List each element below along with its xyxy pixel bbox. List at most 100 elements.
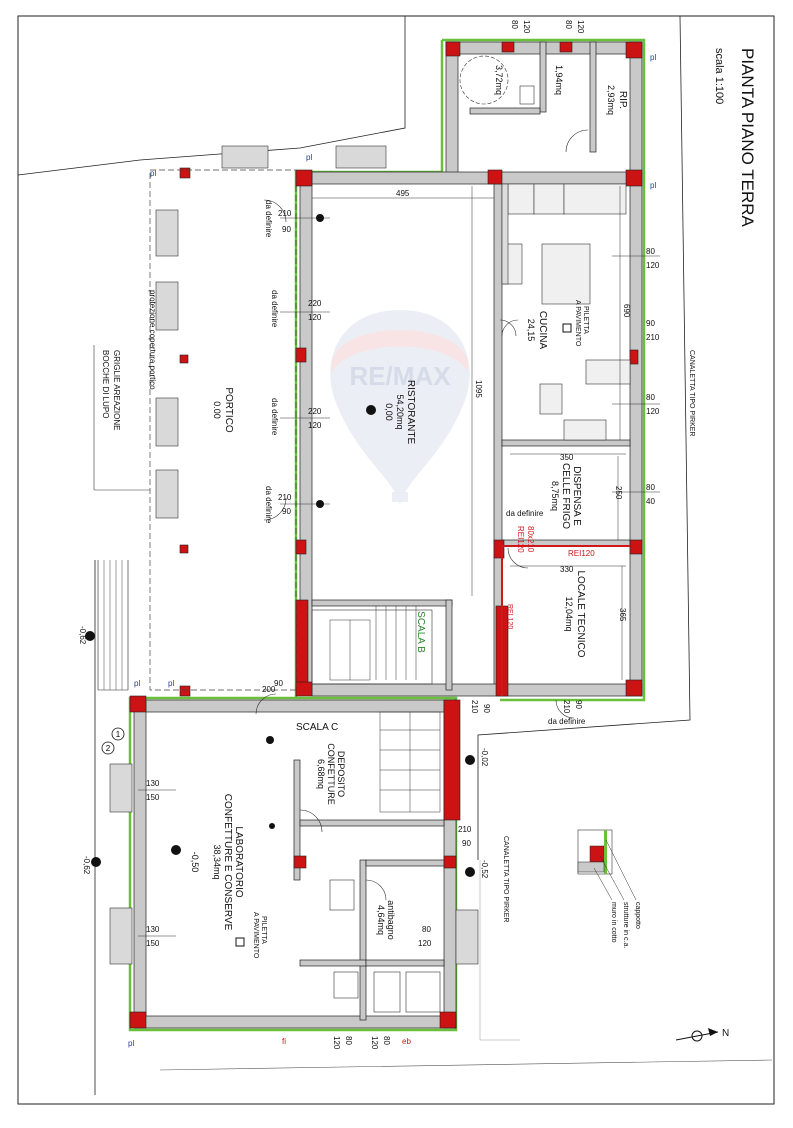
dim-label: 250	[614, 486, 623, 500]
dim-label: 90	[462, 839, 471, 848]
level-text: -0,62	[78, 626, 87, 645]
dim-label: 200	[262, 685, 276, 694]
dim-label: 80	[646, 393, 655, 402]
label-da-definire: da definire	[270, 398, 279, 436]
material-legend	[577, 829, 637, 901]
label-pl: pl	[650, 181, 656, 190]
dim-label: 80	[382, 1036, 391, 1045]
rei-lines	[501, 545, 630, 696]
site-step-lines	[97, 560, 129, 691]
room-name-dispensa: DISPENSA E	[571, 466, 582, 526]
dim-label: 80	[646, 483, 655, 492]
room-name-locale-tecnico: LOCALE TECNICO	[575, 570, 586, 657]
sheet-scale: scala 1:100	[713, 48, 725, 104]
label-da-definire: da definire	[270, 290, 279, 328]
section-marker-2	[101, 741, 115, 755]
dim-label: 210	[278, 209, 292, 218]
room-name2-deposito: CONFETTURE	[326, 743, 336, 805]
room-area-wc1: 3,72mq	[494, 65, 504, 95]
dim-label: 120	[332, 1036, 341, 1050]
legend-strutture: strutture in c.a.	[622, 902, 629, 948]
section-marker-1	[111, 727, 125, 741]
dim-label: 130	[146, 925, 160, 934]
room-area-deposito: 6,68mq	[316, 759, 326, 789]
room-area-rip: 2,93mq	[606, 85, 616, 115]
dim-label: 210	[458, 825, 472, 834]
note-protezione: protezione copertura portico	[148, 290, 157, 390]
dim-label: 90	[274, 679, 283, 688]
label-pl: pl	[128, 1039, 134, 1048]
dim-label: 120	[370, 1036, 379, 1050]
dim-label: 210	[646, 333, 660, 342]
dim-label: 120	[308, 313, 322, 322]
dim-label: 90	[646, 319, 655, 328]
dim-label: 80	[564, 20, 573, 29]
label-da-definire: da definire	[264, 486, 273, 524]
sheet-frame	[17, 15, 775, 1105]
label-fi: fi	[282, 1037, 286, 1046]
room-level-laboratorio: -0,50	[190, 852, 200, 873]
dim-label: 120	[646, 261, 660, 270]
dim-label: 690	[622, 304, 631, 318]
section-marker-2-label: 2	[106, 744, 111, 753]
legend-cappotto: cappotto	[634, 902, 641, 929]
room-name-cucina: CUCINA	[537, 311, 548, 350]
label-piletta: A PAVIMENTO	[574, 300, 581, 347]
remax-watermark: RE/MAX	[330, 310, 470, 505]
dim-label: 210	[562, 700, 571, 714]
dim-label: 80	[344, 1036, 353, 1045]
label-piletta: PILETTA	[582, 306, 589, 334]
room-area-cucina: 24,15	[526, 319, 536, 342]
floor-drain-icon	[562, 323, 572, 333]
stair-label-c: SCALA C	[296, 722, 338, 733]
dim-label: 90	[482, 704, 491, 713]
dim-label: 90	[282, 225, 291, 234]
dim-label: 120	[576, 20, 585, 34]
floor-drain-icon	[235, 937, 245, 947]
label-da-definire: da definire	[264, 200, 273, 238]
dim-label: 130	[146, 779, 160, 788]
dim-label: 40	[646, 497, 655, 506]
dim-label: 120	[308, 421, 322, 430]
bottom-edge-line	[159, 1059, 773, 1071]
dim-label: 120	[522, 20, 531, 34]
site-boundary	[17, 16, 406, 176]
dim-label: 350	[560, 453, 574, 462]
kitchen-equipment	[311, 183, 631, 685]
door-swings	[255, 129, 589, 901]
level-text: -0,52	[480, 860, 489, 879]
room-level-ristorante: 0,00	[384, 403, 394, 421]
room-name-portico: PORTICO	[223, 387, 234, 433]
room-area-ristorante: 54,20mq	[395, 394, 405, 429]
room-name2-dispensa: CELLE FRIGO	[560, 463, 571, 529]
dim-label: 80	[422, 925, 431, 934]
label-pl: pl	[168, 679, 174, 688]
level-markers	[85, 214, 475, 877]
note-griglie-2: BOCCHE DI LUPO	[101, 350, 110, 418]
room-area-portico: 0.00	[212, 401, 222, 419]
watermark-text: RE/MAX	[349, 361, 451, 391]
label-rei120: REI120	[568, 549, 595, 558]
dim-label: 80	[510, 20, 519, 29]
portico-outline	[93, 145, 387, 691]
dim-label: 150	[146, 939, 160, 948]
room-name-deposito: DEPOSITO	[336, 751, 346, 797]
sanitary-fixtures	[329, 55, 535, 1013]
note-griglie-1: GRIGLIE AREAZIONE	[112, 350, 121, 430]
legend-muro: muro in cotto	[610, 902, 617, 943]
room-area-locale-tecnico: 12,04mq	[564, 596, 574, 631]
dim-label: 220	[308, 299, 322, 308]
stair-treads	[329, 606, 441, 813]
room-name-laboratorio: LABORATORIO	[233, 826, 244, 898]
balloon-red-band	[332, 330, 468, 372]
label-da-definire: da definire	[548, 717, 586, 726]
label-piletta: PILETTA	[260, 916, 267, 944]
sheet-title: PIANTA PIANO TERRA	[738, 48, 757, 228]
room-name-antibagno: antibagno	[386, 900, 396, 940]
dim-label: 90	[282, 507, 291, 516]
label-eb: eb	[402, 1037, 411, 1046]
room-area-laboratorio: 38,34mq	[212, 844, 222, 879]
balloon-basket	[392, 492, 408, 502]
